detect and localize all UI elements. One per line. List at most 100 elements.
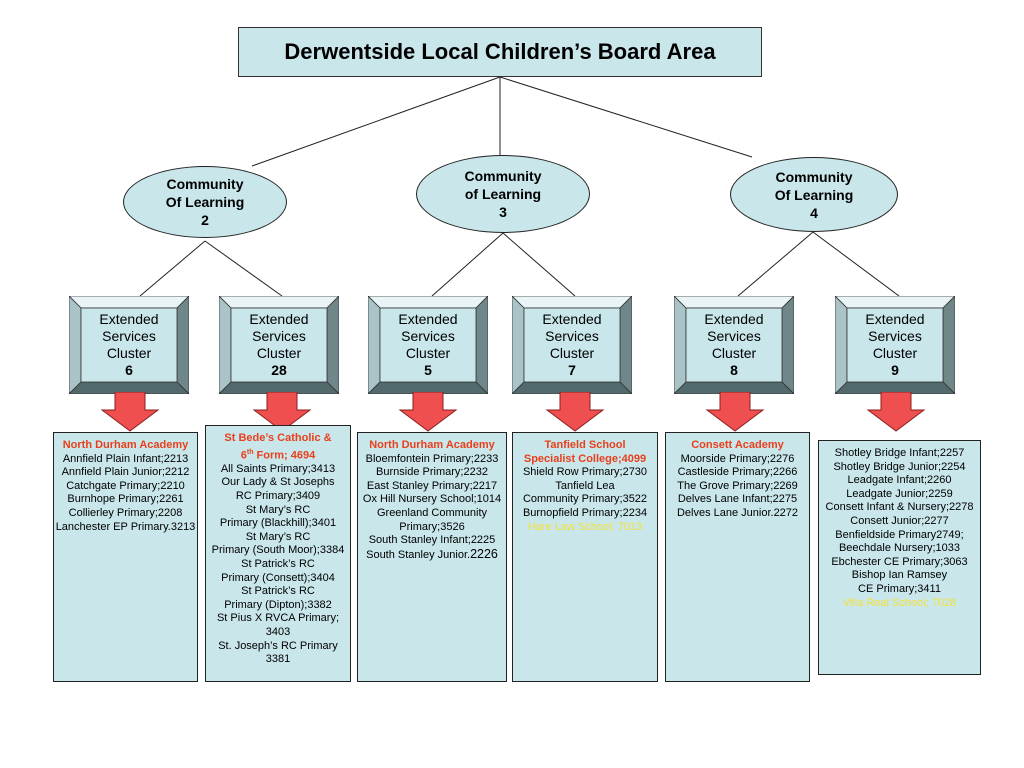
down-arrow-icon (545, 392, 605, 432)
list-item: Delves Lane Infant;2275 (677, 493, 798, 506)
cluster-number: 6 (125, 362, 133, 378)
list-item: Annfield Plain Infant;2213 (62, 452, 189, 465)
list-item: Castleside Primary;2266 (677, 466, 798, 479)
list-item: Primary (Blackhill);3401 (219, 517, 337, 530)
cluster-box-9: Extended Services Cluster 9 (835, 296, 955, 394)
bevel-frame (69, 296, 189, 394)
list-heading: St Bede’s Catholic & (224, 432, 332, 444)
list-item-part: South Stanley Junior. (366, 548, 471, 561)
list-item: Burnside Primary;2232 (376, 466, 488, 479)
school-list-cluster-28: St Bede’s Catholic & 6th Form; 4694 All … (205, 425, 351, 682)
cluster-label-line1: Extended (704, 311, 764, 327)
bevel-frame (835, 296, 955, 394)
list-item: St. Joseph’s RC Primary (218, 639, 338, 652)
bevel-frame (219, 296, 339, 394)
cluster-label-line2: Services (868, 328, 922, 344)
list-item: Leadgate Infant;2260 (847, 474, 952, 487)
list-item: St Pius X RVCA Primary; (216, 612, 340, 625)
cluster-label-line1: Extended (249, 311, 309, 327)
list-heading: North Durham Academy (369, 439, 495, 451)
list-item: Bishop Ian Ramsey (851, 569, 948, 582)
down-arrow-icon (705, 392, 765, 432)
community-number: 3 (499, 204, 507, 220)
cluster-label-line3: Cluster (106, 345, 152, 361)
list-heading-superscript: th (246, 448, 254, 456)
list-item: Consett Infant & Nursery;2278 (825, 501, 974, 514)
list-item: Greenland Community (376, 506, 488, 519)
bevel-frame (368, 296, 488, 394)
list-item: South Stanley Infant;2225 (368, 534, 496, 547)
list-item: 3381 (265, 653, 291, 666)
list-item: Annfield Plain Junior;2212 (61, 466, 190, 479)
list-item: Moorside Primary;2276 (680, 452, 795, 465)
list-item: CE Primary;3411 (858, 582, 941, 595)
list-item: Beechdale Nursery;1033 (838, 542, 961, 555)
board-title: Derwentside Local Children’s Board Area (238, 27, 762, 77)
list-item: Burnhope Primary;2261 (67, 493, 184, 506)
down-arrow-icon (866, 392, 926, 432)
list-item: Primary (South Moor);3384 (211, 544, 345, 557)
school-list-cluster-9: Shotley Bridge Infant;2257 Shotley Bridg… (818, 440, 981, 675)
community-number: 4 (810, 204, 818, 221)
school-list-cluster-8: Consett Academy Moorside Primary;2276 Ca… (665, 432, 810, 682)
cluster-label-line1: Extended (398, 311, 458, 327)
list-heading: Specialist College;4099 (523, 452, 647, 465)
cluster-number: 7 (568, 362, 576, 378)
community-of-learning-3: Community of Learning 3 (416, 155, 590, 233)
list-item-highlight: Villa Real School; 7028 (842, 596, 957, 609)
list-item: Primary (Dipton);3382 (224, 598, 332, 611)
cluster-number: 9 (891, 362, 899, 378)
bevel-frame (674, 296, 794, 394)
community-number: 2 (201, 212, 209, 228)
list-item: All Saints Primary;3413 (220, 462, 336, 475)
list-item: Primary (Consett);3404 (221, 571, 335, 584)
list-item-highlight: Hare Law School; 7013 (527, 520, 643, 533)
list-heading-part: 6 (240, 449, 247, 462)
down-arrow-icon (100, 392, 160, 432)
list-item: South Stanley Junior.2226 (358, 546, 506, 563)
list-item: Benfieldside Primary2749; (835, 528, 964, 541)
community-label-line1: Community (464, 168, 542, 184)
cluster-label-line2: Services (707, 328, 761, 344)
cluster-label-line1: Extended (542, 311, 602, 327)
cluster-label-line2: Services (102, 328, 156, 344)
list-item: St Patrick’s RC (241, 585, 315, 598)
list-heading: Consett Academy (691, 439, 784, 451)
community-label-line2: of Learning (464, 186, 542, 202)
cluster-number: 5 (424, 362, 432, 378)
school-list-cluster-7: Tanfield School Specialist College;4099 … (512, 432, 658, 682)
list-item: East Stanley Primary;2217 (366, 479, 498, 492)
list-item: Catchgate Primary;2210 (66, 479, 185, 492)
community-label-line2: Of Learning (774, 186, 854, 203)
cluster-label-line3: Cluster (405, 345, 451, 361)
list-item: Our Lady & St Josephs (221, 476, 335, 489)
community-label-line2: Of Learning (165, 194, 245, 210)
list-item: Shotley Bridge Junior;2254 (833, 460, 966, 473)
list-item: Delves Lane Junior.2272 (676, 506, 799, 519)
list-item: Community Primary;3522 (522, 493, 648, 506)
list-item: Leadgate Junior;2259 (846, 487, 953, 500)
community-of-learning-2: Community Of Learning 2 (123, 166, 287, 238)
list-item: St Mary’s RC (245, 503, 311, 516)
cluster-box-5: Extended Services Cluster 5 (368, 296, 488, 394)
school-list-cluster-5: North Durham Academy Bloemfontein Primar… (357, 432, 507, 682)
list-item: Ebchester CE Primary;3063 (831, 555, 968, 568)
cluster-label-line3: Cluster (711, 345, 757, 361)
cluster-label-line1: Extended (99, 311, 159, 327)
cluster-label-line3: Cluster (256, 345, 302, 361)
cluster-box-28: Extended Services Cluster 28 (219, 296, 339, 394)
community-label-line1: Community (775, 168, 853, 185)
cluster-label-line2: Services (401, 328, 455, 344)
list-item: Lanchester EP Primary.3213 (55, 520, 196, 533)
down-arrow-icon (398, 392, 458, 432)
cluster-box-7: Extended Services Cluster 7 (512, 296, 632, 394)
bevel-frame (512, 296, 632, 394)
community-label-line1: Community (166, 176, 244, 192)
cluster-number: 28 (271, 362, 287, 378)
list-item: RC Primary;3409 (235, 490, 321, 503)
list-item: St Patrick’s RC (241, 558, 315, 570)
list-item-part: 2226 (470, 546, 498, 561)
school-list-cluster-6: North Durham Academy Annfield Plain Infa… (53, 432, 198, 682)
list-heading: North Durham Academy (62, 439, 189, 451)
